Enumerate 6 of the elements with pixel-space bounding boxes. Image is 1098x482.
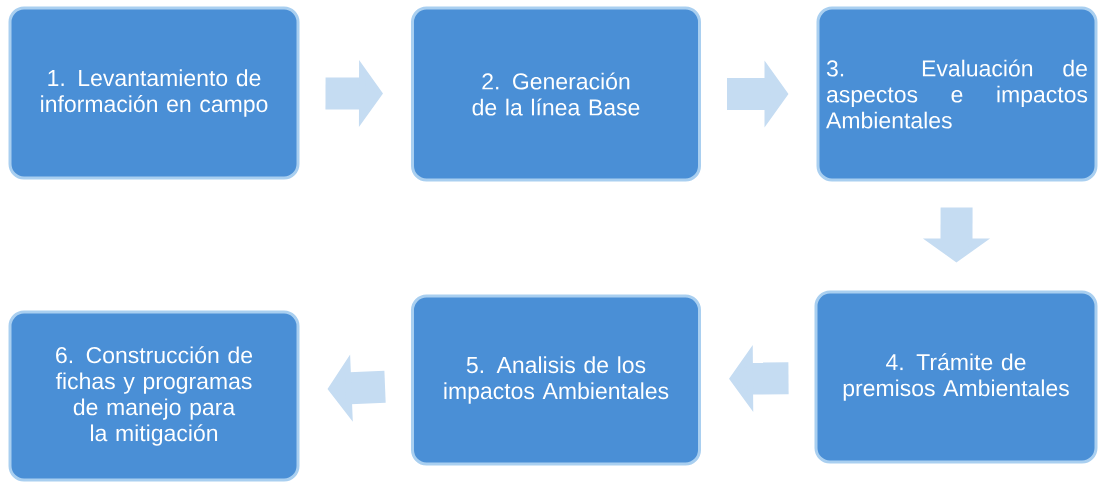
process-box: 5. Analisis de los impactos Ambientales [411,294,701,466]
process-box: 4. Trámite de premisos Ambientales [814,290,1098,464]
process-box: 1. Levantamiento de información en campo [8,6,300,180]
process-box: 6. Construcción de fichas y programas de manejo para la mitigación [8,310,300,482]
process-box: 3. Evaluación de aspectos e impactos Ambientales [816,6,1098,182]
process-box: 2. Generación de la línea Base [411,6,701,182]
